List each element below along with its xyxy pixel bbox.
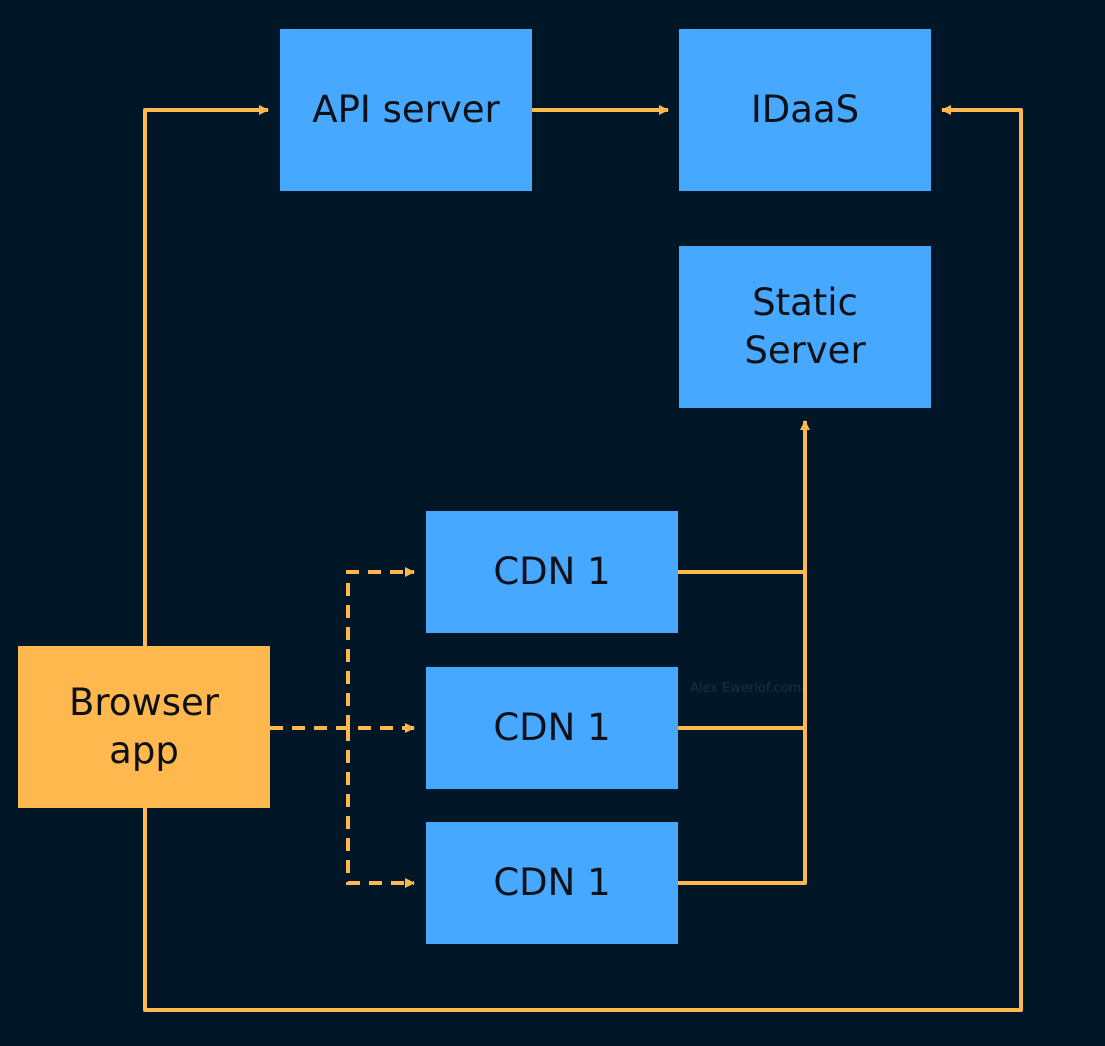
cdn-node-3: CDN 1 — [426, 822, 678, 944]
edge-browser-to-api — [143, 105, 269, 646]
browser-app-node: Browser app — [18, 646, 270, 808]
api-server-node: API server — [280, 29, 532, 191]
edge-cdn3-to-static — [678, 420, 810, 885]
cdn-node-1: CDN 1 — [426, 511, 678, 633]
static-server-node: Static Server — [679, 246, 931, 408]
edge-browser-to-idaas — [143, 105, 1023, 1012]
idaas-node: IDaaS — [679, 29, 931, 191]
cdn-node-2: CDN 1 — [426, 667, 678, 789]
edge-browser-to-cdn1 — [346, 567, 415, 728]
edge-browser-to-cdn3 — [346, 728, 415, 888]
watermark-text: Alex Ewerlof.com — [690, 681, 802, 696]
